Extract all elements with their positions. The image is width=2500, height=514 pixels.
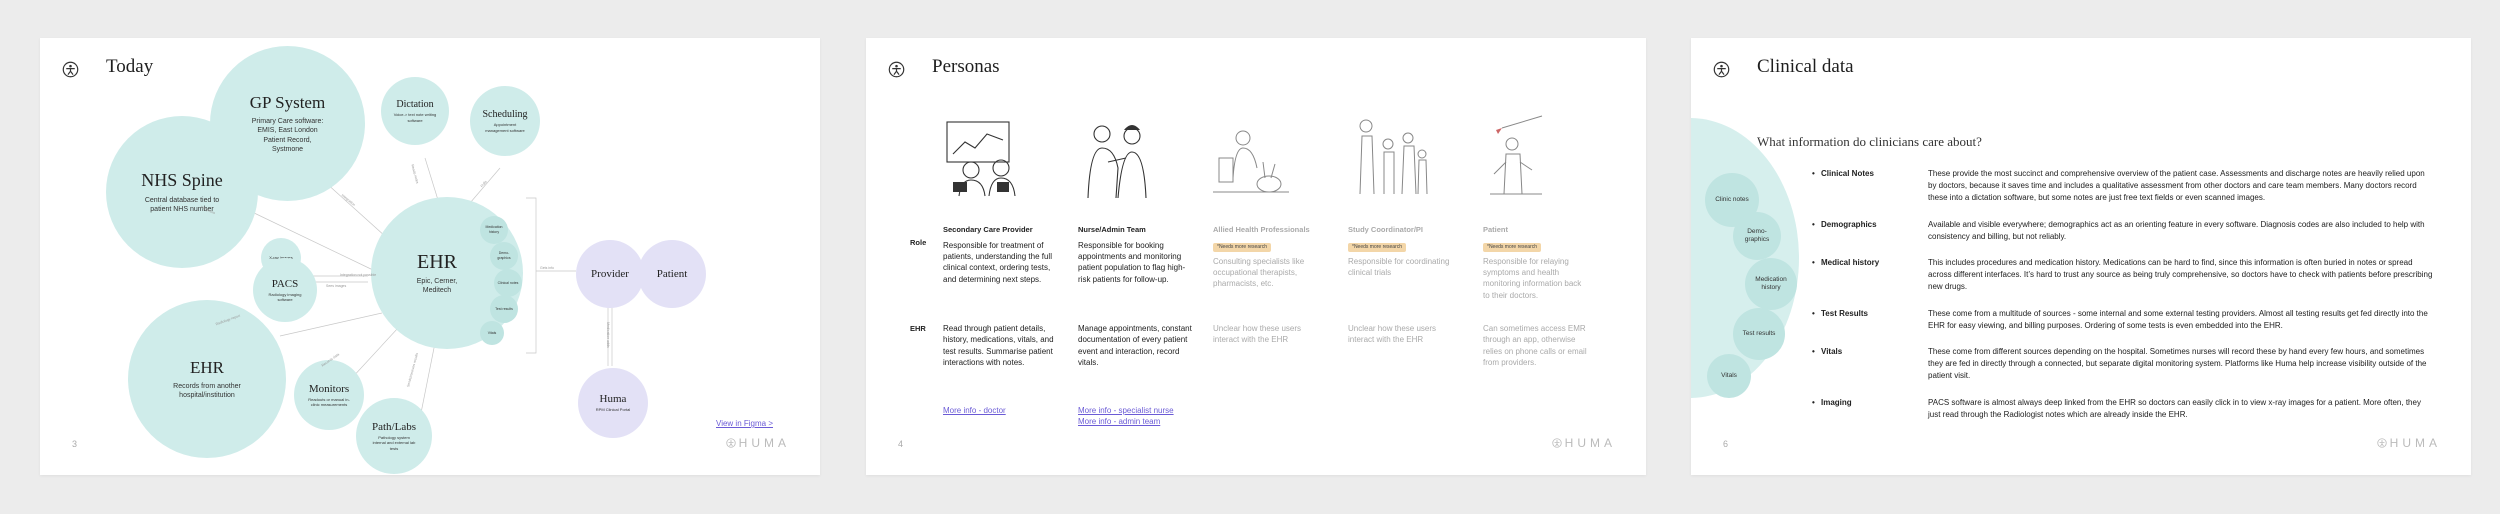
view-in-figma-link[interactable]: View in Figma >: [716, 419, 773, 428]
slide-title: Clinical data: [1757, 56, 1854, 77]
clinical-subtitle: What information do clinicians care abou…: [1757, 134, 1982, 149]
page-number: 4: [898, 439, 904, 449]
persona-ehr: Manage appointments, constant documentat…: [1078, 324, 1192, 368]
line-label: Sees images: [326, 284, 347, 288]
patient-illustration: [1490, 115, 1543, 195]
ehr-sub-demographics[interactable]: Demo-graphics: [490, 242, 518, 270]
huma-node[interactable]: Huma RPM Clinical Portal: [578, 368, 648, 438]
persona-role: Responsible for treatment of patients, u…: [943, 240, 1052, 284]
huma-wordmark: HUMA: [726, 436, 790, 450]
more-info-doctor-link[interactable]: More info - doctor: [943, 406, 1006, 415]
slide-today[interactable]: Today NHS Spine Central database tied to…: [40, 38, 820, 475]
needs-research-badge: *Needs more research: [1483, 242, 1542, 252]
page-number: 6: [1723, 439, 1729, 449]
persona-role: Responsible for coordinating clinical tr…: [1348, 256, 1450, 278]
persona-column: Allied Health Professionals *Needs more …: [1213, 225, 1319, 290]
persona-name: Nurse/Admin Team: [1078, 225, 1146, 234]
persona-name: Study Coordinator/PI: [1348, 225, 1423, 234]
persona-role: Responsible for relaying symptoms and he…: [1483, 256, 1582, 300]
persona-name: Secondary Care Provider: [943, 225, 1033, 234]
ehr-sub-medication[interactable]: Medication history: [480, 216, 508, 244]
more-info-admin-link[interactable]: More info - admin team: [1078, 417, 1161, 426]
huma-logo-icon: [1713, 61, 1730, 78]
needs-research-badge: *Needs more research: [1348, 242, 1407, 252]
slide-personas[interactable]: Personas Role EHR Secondary Care Provide…: [866, 38, 1646, 475]
bubble-test-results[interactable]: Test results: [1733, 308, 1785, 360]
persona-column: Study Coordinator/PI *Needs more researc…: [1348, 225, 1454, 278]
bubble-vitals[interactable]: Vitals: [1707, 354, 1751, 398]
row-label-ehr: EHR: [910, 324, 926, 333]
slide-clinical-data[interactable]: Clinical data Clinic notes Demo-graphics…: [1691, 38, 2471, 475]
ehr-sub-test-results[interactable]: Test results: [490, 295, 518, 323]
path-labs-node[interactable]: Path/Labs Pathology system internal and …: [356, 398, 432, 474]
more-info-nurse-link[interactable]: More info - specialist nurse: [1078, 406, 1174, 415]
bubble-medication-history[interactable]: Medication history: [1745, 258, 1797, 310]
row-label-role: Role: [910, 238, 927, 247]
page-number: 3: [72, 439, 78, 449]
huma-logo-icon: [1552, 438, 1562, 448]
persona-column: Patient *Needs more research Responsible…: [1483, 225, 1589, 301]
slide-title: Personas: [932, 56, 1000, 77]
huma-logo-icon: [888, 61, 905, 78]
needs-research-badge: *Needs more research: [1213, 242, 1272, 252]
monitors-node[interactable]: Monitors Readouts or manual in-clinic me…: [294, 360, 364, 430]
persona-column: Secondary Care Provider Responsible for …: [943, 225, 1059, 285]
persona-ehr: Read through patient details, history, m…: [943, 324, 1054, 368]
line-label: Medication adds: [605, 322, 610, 348]
huma-logo-icon: [2377, 438, 2387, 448]
persona-role: Responsible for booking appointments and…: [1078, 240, 1186, 284]
scheduling-node[interactable]: Scheduling Appointment management softwa…: [470, 86, 540, 156]
ehr-other-node[interactable]: EHR Records from another hospital/instit…: [128, 300, 286, 458]
huma-wordmark: HUMA: [1552, 436, 1616, 450]
study-coordinator-illustration: [1359, 119, 1428, 195]
patient-node[interactable]: Patient: [638, 240, 706, 308]
line-label: Gets info: [540, 266, 555, 270]
persona-column: Nurse/Admin Team Responsible for booking…: [1078, 225, 1194, 285]
provider-node[interactable]: Provider: [576, 240, 644, 308]
persona-ehr: Unclear how these users interact with th…: [1348, 324, 1437, 345]
persona-ehr: Can sometimes access EMR through an app,…: [1483, 324, 1587, 368]
bubble-demographics[interactable]: Demo-graphics: [1733, 212, 1781, 260]
persona-ehr: Unclear how these users interact with th…: [1213, 324, 1302, 345]
slide-title: Today: [106, 56, 154, 77]
huma-logo-icon: [726, 438, 736, 448]
pacs-node[interactable]: PACS Radiology imaging software: [253, 258, 317, 322]
doctor-illustration: [946, 121, 1016, 197]
allied-health-illustration: [1213, 130, 1289, 193]
dictation-node[interactable]: Dictation Voice-> text note writing soft…: [381, 77, 449, 145]
huma-wordmark: HUMA: [2377, 436, 2441, 450]
nurse-illustration: [1087, 125, 1147, 199]
persona-name: Patient: [1483, 225, 1509, 234]
persona-role: Consulting specialists like occupational…: [1213, 256, 1305, 289]
ehr-sub-clinical-notes[interactable]: Clinical notes: [494, 269, 522, 297]
ehr-sub-vitals[interactable]: Vitals: [480, 321, 504, 345]
huma-logo-icon: [62, 61, 79, 78]
gp-system-node[interactable]: GP System Primary Care software: EMIS, E…: [210, 46, 365, 201]
line-label: Integration not possible: [340, 273, 377, 277]
persona-name: Allied Health Professionals: [1213, 225, 1310, 234]
